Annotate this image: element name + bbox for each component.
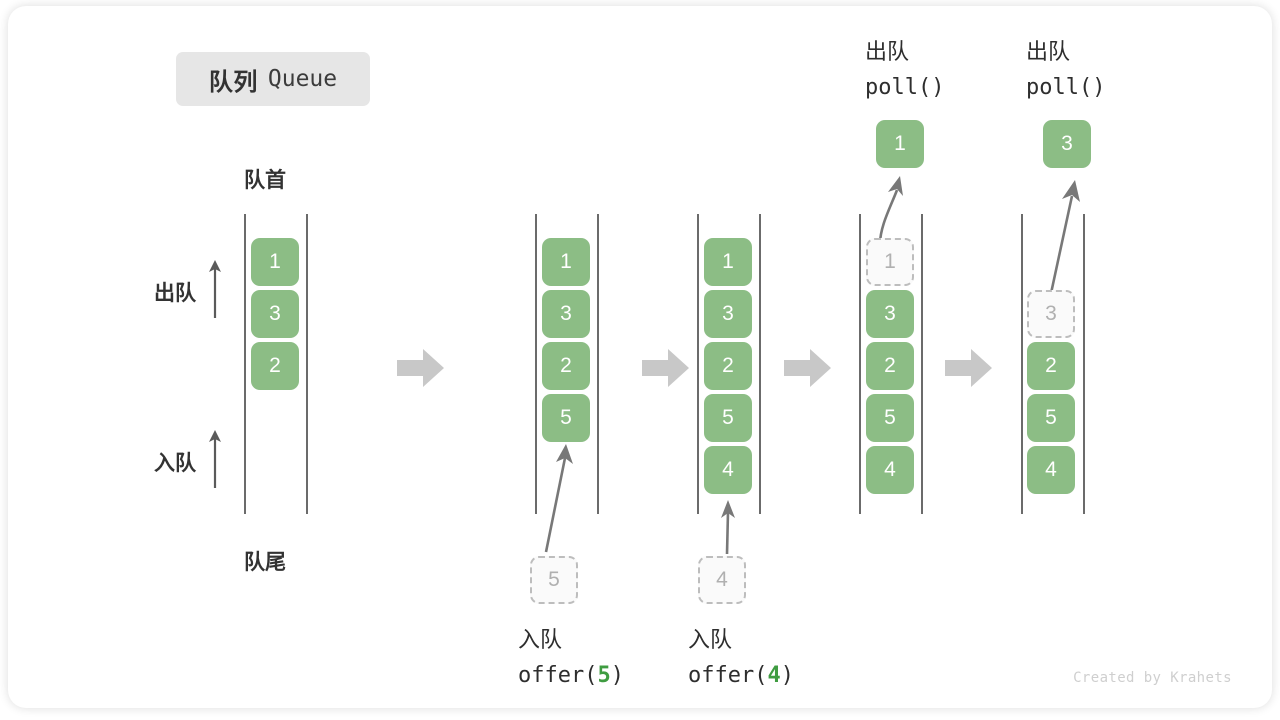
rail-right-col5: [1083, 214, 1085, 514]
call-arg: 5: [597, 663, 611, 688]
operation-caption-call: poll(): [865, 75, 945, 100]
operation-caption-call: offer(4): [688, 658, 794, 694]
dequeued-element: 1: [876, 120, 924, 168]
queue-cell: 1: [542, 238, 590, 286]
rail-right-col3: [759, 214, 761, 514]
rail-right-col2: [597, 214, 599, 514]
operation-caption-cn: 入队: [688, 627, 733, 652]
dequeue-side-label: 出队: [154, 260, 226, 320]
title-badge: 队列 Queue: [176, 52, 370, 106]
enqueue-arrow-icon: [209, 430, 221, 488]
dequeue-arrow-icon: [209, 260, 221, 318]
queue-cell: 1: [251, 238, 299, 286]
dequeue-motion-arrow-icon: [878, 176, 903, 245]
operation-caption-cn: 出队: [1026, 39, 1071, 64]
call-prefix: offer(: [518, 663, 598, 688]
queue-cell: 2: [704, 342, 752, 390]
rail-left-col3: [697, 214, 699, 514]
queue-cell: 2: [542, 342, 590, 390]
queue-cell: 5: [704, 394, 752, 442]
queue-cell: 1: [704, 238, 752, 286]
dequeue-motion-arrow-icon: [1048, 180, 1080, 299]
call-arg: 4: [767, 663, 781, 688]
rail-left-col1: [244, 214, 246, 514]
step-arrow-icon: [784, 349, 831, 387]
queue-cell: 5: [1027, 394, 1075, 442]
operation-caption-cn: 入队: [518, 627, 563, 652]
queue-cell-removed-ghost: 1: [866, 238, 914, 286]
enqueue-side-label: 入队: [154, 430, 226, 490]
queue-cell: 3: [542, 290, 590, 338]
operation-caption-poll-3: 出队 poll(): [1026, 34, 1105, 106]
queue-cell-inserted: 5: [542, 394, 590, 442]
rail-left-col5: [1021, 214, 1023, 514]
enqueue-motion-arrow-icon: [721, 500, 735, 555]
queue-cell: 4: [1027, 446, 1075, 494]
rail-right-col4: [921, 214, 923, 514]
rail-right-col1: [306, 214, 308, 514]
operation-caption-offer-5: 入队 offer(5): [518, 622, 624, 694]
queue-cell: 2: [1027, 342, 1075, 390]
operation-caption-cn: 出队: [865, 39, 910, 64]
dequeued-element: 3: [1043, 120, 1091, 168]
incoming-element-ghost: 5: [530, 556, 578, 604]
operation-caption-offer-4: 入队 offer(4): [688, 622, 794, 694]
call-suffix: ): [610, 663, 624, 688]
call-suffix: ): [780, 663, 794, 688]
dequeue-label-text: 出队: [154, 282, 196, 305]
rail-left-col4: [859, 214, 861, 514]
queue-cell: 4: [866, 446, 914, 494]
queue-cell: 3: [704, 290, 752, 338]
head-label: 队首: [244, 169, 286, 192]
queue-cell: 2: [866, 342, 914, 390]
queue-cell: 3: [866, 290, 914, 338]
title-en: Queue: [267, 66, 338, 92]
enqueue-label-text: 入队: [154, 452, 196, 475]
credit-text: Created by Krahets: [1073, 670, 1232, 686]
queue-cell-inserted: 4: [704, 446, 752, 494]
step-arrow-icon: [945, 349, 992, 387]
tail-label: 队尾: [244, 551, 286, 574]
rail-left-col2: [535, 214, 537, 514]
step-arrow-icon: [397, 349, 444, 387]
queue-cell-removed-ghost: 3: [1027, 290, 1075, 338]
queue-cell: 2: [251, 342, 299, 390]
call-prefix: offer(: [688, 663, 768, 688]
queue-cell: 5: [866, 394, 914, 442]
operation-caption-call: poll(): [1026, 75, 1106, 100]
operation-caption-call: offer(5): [518, 658, 624, 694]
step-arrow-icon: [642, 349, 689, 387]
incoming-element-ghost: 4: [698, 556, 746, 604]
enqueue-motion-arrow-icon: [544, 444, 573, 553]
operation-caption-poll-1: 出队 poll(): [865, 34, 944, 106]
diagram-card: 队列 Queue 队首 队尾 1 3 2 出队 入队: [8, 6, 1272, 708]
queue-cell: 3: [251, 290, 299, 338]
title-cn: 队列: [208, 68, 258, 96]
